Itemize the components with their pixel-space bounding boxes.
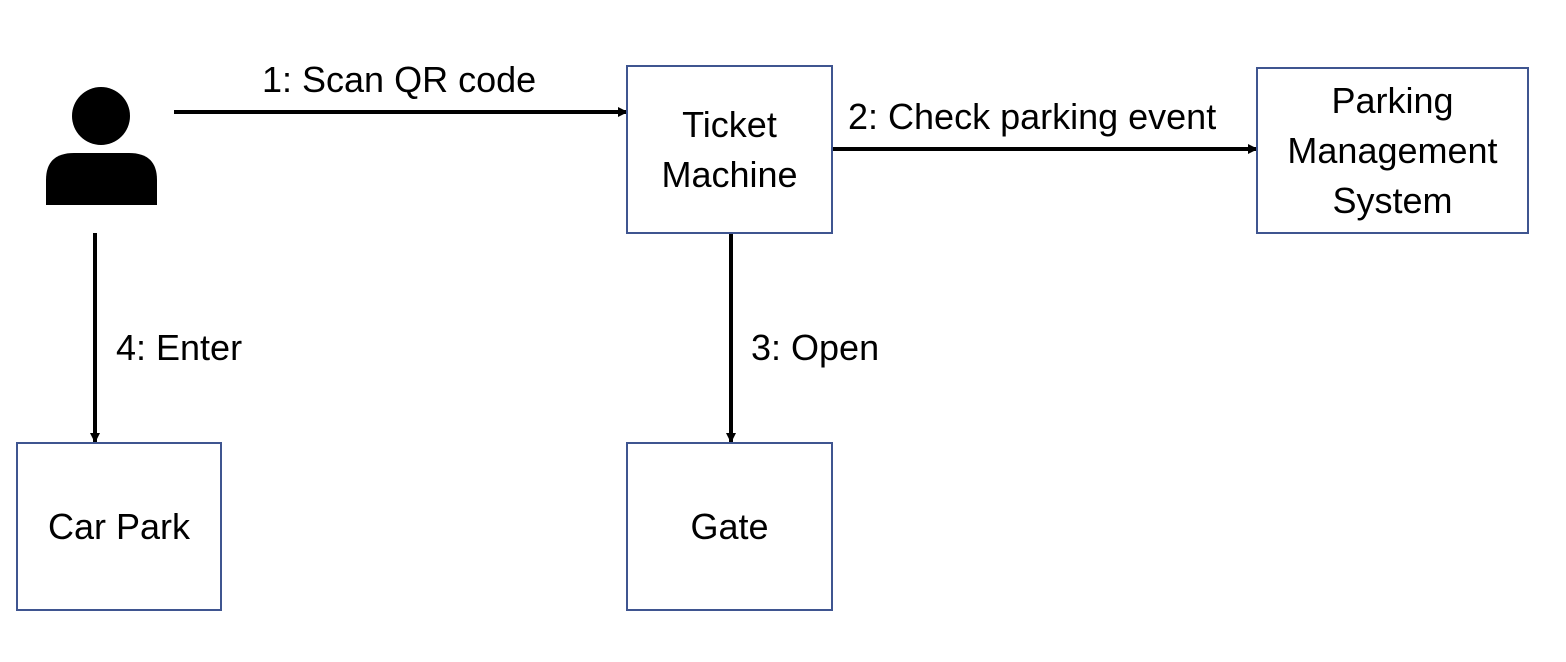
edge-label-check-parking-event: 2: Check parking event xyxy=(848,96,1217,137)
gate-label: Gate xyxy=(690,505,769,547)
person-icon xyxy=(46,87,157,205)
ticket-machine-label: Ticket Machine xyxy=(661,103,798,195)
edge-label-enter: 4: Enter xyxy=(116,327,243,368)
car-park-box: Car Park xyxy=(16,442,222,611)
ticket-machine-box: Ticket Machine xyxy=(626,65,833,234)
edge-label-scan-qr-code: 1: Scan QR code xyxy=(262,59,537,100)
parking-management-system-box: Parking Management System xyxy=(1256,67,1529,234)
car-park-label: Car Park xyxy=(47,505,191,547)
edge-label-open: 3: Open xyxy=(751,327,880,368)
gate-box: Gate xyxy=(626,442,833,611)
parking-management-system-label: Parking Management System xyxy=(1287,79,1498,221)
